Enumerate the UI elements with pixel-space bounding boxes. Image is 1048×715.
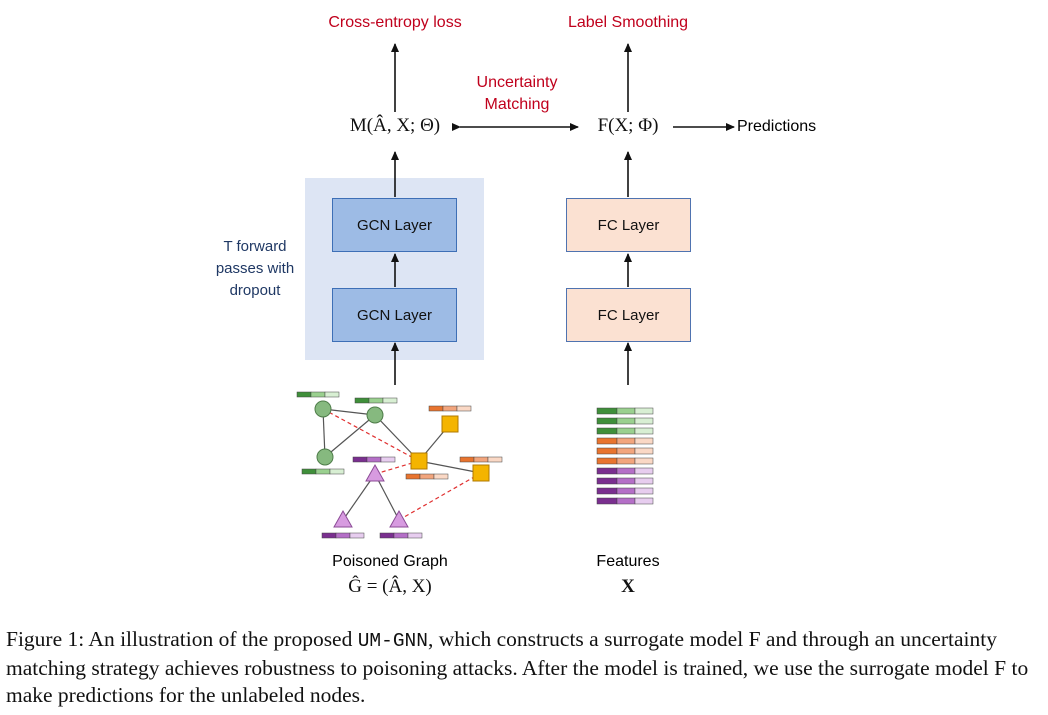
model-f-formula: F(X; Φ) [597, 115, 659, 136]
purple-node [365, 463, 385, 482]
features-symbol: X [621, 576, 635, 597]
caption-symbol-2: F [994, 656, 1007, 680]
uncertainty-matching-line1: Uncertainty [476, 74, 558, 91]
green-node [366, 406, 384, 424]
gcn-layer-top: GCN Layer [332, 198, 457, 252]
graph-feature-bars [296, 391, 503, 539]
predictions-label: Predictions [737, 118, 817, 135]
uncertainty-matching-line2: Matching [484, 96, 550, 113]
poisoned-graph-formula: Ĝ = (Â, X) [348, 576, 432, 597]
fc-layer-top: FC Layer [566, 198, 691, 252]
caption-method-name: UM-GNN [357, 630, 428, 652]
orange-node [441, 415, 459, 433]
gcn-layer-bottom: GCN Layer [332, 288, 457, 342]
forward-passes-label: T forward passes with dropout [205, 236, 305, 302]
features-label: Features [596, 553, 660, 570]
caption-prefix: Figure 1: An illustration of the propose… [6, 627, 358, 651]
uncertainty-matching-label: Uncertainty Matching [447, 72, 587, 116]
green-node [314, 400, 332, 418]
feature-matrix [596, 407, 654, 505]
label-smoothing-label: Label Smoothing [567, 14, 689, 31]
caption-symbol-1: F [748, 627, 761, 651]
caption-text-3: to make predictions for the unlabeled no… [6, 656, 1029, 707]
caption-text-1: , which constructs a surrogate model [427, 627, 749, 651]
forward-passes-line3: dropout [229, 282, 281, 299]
forward-passes-line1: T forward [223, 238, 287, 255]
orange-node [472, 464, 490, 482]
green-node [316, 448, 334, 466]
forward-passes-line2: passes with [215, 260, 295, 277]
caption-text-2: and through an uncertainty matching stra… [6, 627, 997, 680]
model-m-formula: M(Â, X; Θ) [349, 115, 441, 136]
fc-layer-bottom: FC Layer [566, 288, 691, 342]
graph-nodes [314, 400, 490, 528]
diagram-canvas [296, 43, 735, 539]
poisoned-graph-label: Poisoned Graph [332, 553, 448, 570]
figure-caption: Figure 1: An illustration of the propose… [6, 626, 1036, 709]
purple-node [333, 509, 353, 528]
orange-node [410, 452, 428, 470]
cross-entropy-loss-label: Cross-entropy loss [328, 14, 462, 31]
purple-node [389, 509, 409, 528]
